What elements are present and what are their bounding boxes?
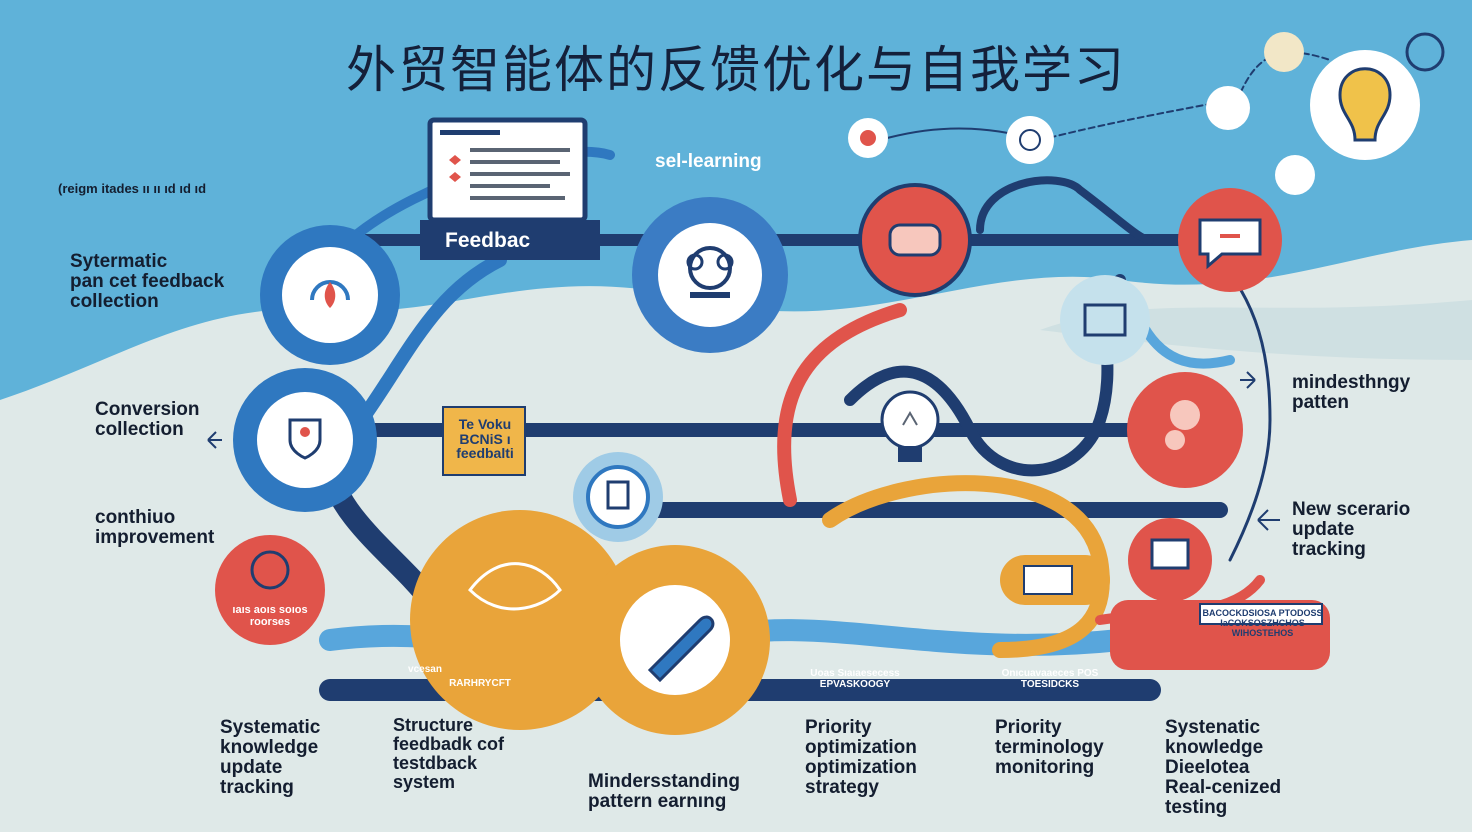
feedback-laptop-illustration bbox=[420, 117, 600, 260]
bottom-label-4: Priority optimization optimization strat… bbox=[805, 717, 917, 798]
red-node-analysis bbox=[858, 183, 972, 297]
continuous-improvement-label: conthiuo improvement bbox=[95, 507, 215, 548]
top-icons bbox=[848, 32, 1445, 195]
page-title: 外贸智能体的反馈优化与自我学习 bbox=[346, 41, 1126, 99]
mindset-pattern-label: mindesthngy patten bbox=[1292, 372, 1411, 413]
red-panel-text: BACOCKDSIOSA PTODOSS IaCOKSOSZHCHOS WIHO… bbox=[1202, 608, 1323, 638]
banner-mid-text: Uoas Sıaıaesecess EPVASKOOGY bbox=[810, 668, 900, 690]
bottom-label-3: Mindersstanding pattern earnıng bbox=[588, 771, 741, 812]
bottom-label-5: Priority terminology monitoring bbox=[995, 717, 1104, 778]
self-learning-label: sel‑learning bbox=[655, 151, 762, 172]
bottom-label-6: Systenatic knowledge Dieelotea Real‑ceni… bbox=[1165, 717, 1282, 818]
red-node-mindset bbox=[1127, 372, 1243, 488]
lightbulb-illustration bbox=[880, 390, 940, 462]
yellow-note-text: Te Voku BCNiS ı feedbalti bbox=[456, 416, 514, 462]
systematic-collection-label: Sytermatic pan cet feedback collection bbox=[70, 251, 225, 312]
bottom-label-1: Systematic knowledge update tracking bbox=[220, 717, 321, 798]
yellow-note-bg bbox=[442, 406, 526, 476]
banner-right-text: Onıcuavaaeces POS TOESIDCKS bbox=[1001, 668, 1099, 690]
orange-badge-bg bbox=[1000, 555, 1110, 605]
orange-node-pattern bbox=[410, 510, 770, 735]
red-node-continuous bbox=[215, 535, 325, 645]
corner-note: (reigm itades ıı ıı ıd ıd ıd bbox=[58, 181, 207, 196]
blue-node-conversion bbox=[233, 368, 377, 512]
banner-left-text-2: RARHRYCFT bbox=[449, 678, 511, 689]
blue-node-self-learning bbox=[632, 197, 788, 353]
red-panel-bg bbox=[1110, 600, 1330, 670]
banner-left-text-1: vcesan bbox=[408, 664, 442, 675]
bottom-label-2: Structure feedbadk cof testdback system bbox=[393, 715, 505, 792]
new-scenario-label: New scerario update tracking bbox=[1292, 499, 1411, 560]
blue-node-small bbox=[573, 452, 663, 542]
arrow-marks bbox=[207, 371, 1280, 531]
lightblue-node-device bbox=[1060, 275, 1150, 365]
red-circle-caption: ıaıs aoıs soıos roorses bbox=[232, 604, 308, 628]
red-node-scenario bbox=[1128, 518, 1212, 602]
feedback-tab-label: Feedbac bbox=[445, 229, 531, 252]
red-node-chat bbox=[1178, 188, 1282, 292]
conversion-collection-label: Conversion collection bbox=[95, 399, 200, 440]
blue-node-systematic bbox=[260, 225, 400, 365]
